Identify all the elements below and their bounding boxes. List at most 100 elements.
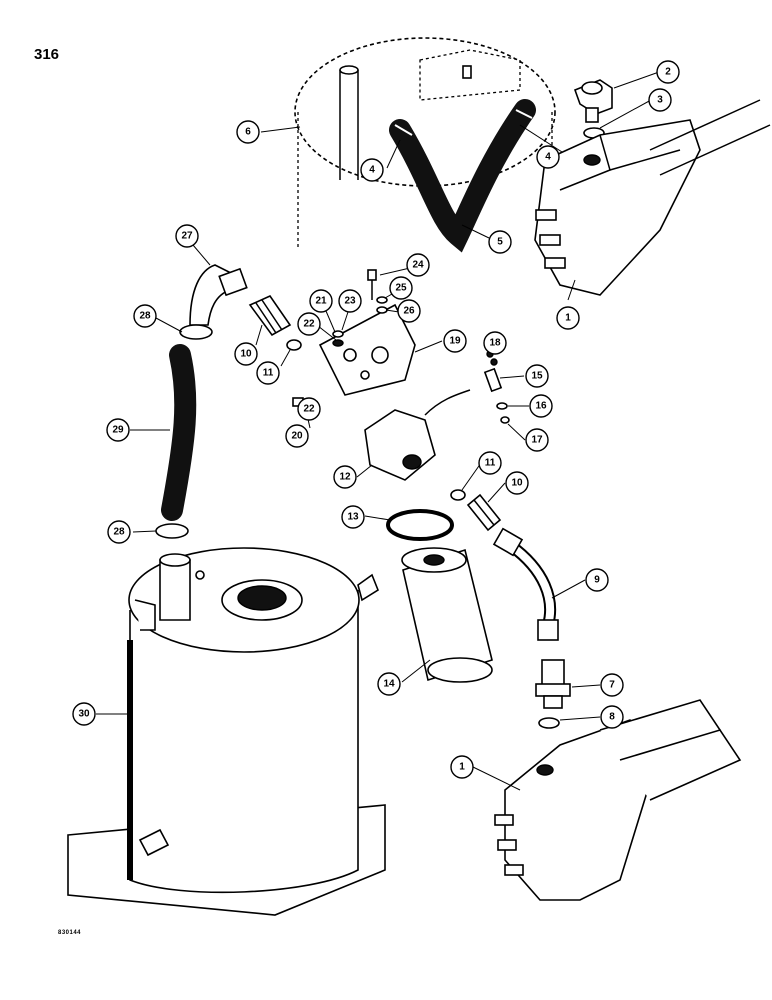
callout-label: 19 xyxy=(449,336,461,347)
filter-seal xyxy=(386,509,454,541)
callout-24: 24 xyxy=(406,253,430,277)
return-hose xyxy=(389,99,536,253)
callout-circle xyxy=(338,289,362,313)
callout-circle xyxy=(529,394,553,418)
callout-label: 26 xyxy=(403,306,415,317)
fitting-upper xyxy=(248,294,292,337)
callout-group: 1234456272425262321282219101118151617222… xyxy=(72,60,680,779)
control-valve-upper xyxy=(534,99,771,296)
control-valve-lower xyxy=(494,699,742,901)
callout-label: 18 xyxy=(489,338,501,349)
callout-label: 12 xyxy=(339,472,351,483)
callout-30: 30 xyxy=(72,702,96,726)
callout-22: 22 xyxy=(297,312,321,336)
o-ring-8 xyxy=(538,717,560,729)
callout-28: 28 xyxy=(107,520,131,544)
fitting-lower xyxy=(466,493,502,532)
callout-label: 8 xyxy=(609,712,615,723)
callout-label: 14 xyxy=(383,679,395,690)
callout-11: 11 xyxy=(478,451,502,475)
callout-label: 15 xyxy=(531,371,543,382)
o-ring-11-lower xyxy=(450,489,466,501)
callout-22: 22 xyxy=(297,397,321,421)
page-number: 316 xyxy=(34,46,60,63)
callout-circle xyxy=(133,304,157,328)
callout-circle xyxy=(525,428,549,452)
callout-10: 10 xyxy=(234,342,258,366)
callout-circle xyxy=(72,702,96,726)
callout-label: 27 xyxy=(181,231,193,242)
callout-label: 28 xyxy=(113,527,125,538)
callout-label: 2 xyxy=(665,67,671,78)
callout-2: 2 xyxy=(656,60,680,84)
adapter-fitting xyxy=(535,659,571,709)
bolt-24 xyxy=(367,269,377,300)
o-ring-16 xyxy=(496,402,508,410)
callout-9: 9 xyxy=(585,568,609,592)
elbow-27 xyxy=(189,264,248,326)
callout-circle xyxy=(309,289,333,313)
callout-4: 4 xyxy=(360,158,384,182)
callout-label: 29 xyxy=(112,425,124,436)
callout-6: 6 xyxy=(236,120,260,144)
callout-circle xyxy=(107,520,131,544)
callout-label: 24 xyxy=(412,260,424,271)
callout-label: 1 xyxy=(565,313,571,324)
callout-label: 6 xyxy=(245,127,251,138)
callout-14: 14 xyxy=(377,672,401,696)
hose-clamp-upper xyxy=(179,324,213,340)
washer-25 xyxy=(376,296,388,304)
callout-circle xyxy=(256,361,280,385)
callout-circle xyxy=(656,60,680,84)
callout-28: 28 xyxy=(133,304,157,328)
callout-label: 10 xyxy=(240,349,252,360)
callout-19: 19 xyxy=(443,329,467,353)
callout-3: 3 xyxy=(648,88,672,112)
callout-label: 9 xyxy=(594,575,600,586)
callout-circle xyxy=(285,424,309,448)
callout-label: 28 xyxy=(139,311,151,322)
callout-label: 7 xyxy=(609,680,615,691)
callout-label: 10 xyxy=(511,478,523,489)
callout-circle xyxy=(406,253,430,277)
filter-head xyxy=(364,389,471,481)
washer-21 xyxy=(332,330,344,338)
callout-circle xyxy=(648,88,672,112)
pressure-switch xyxy=(483,350,503,393)
callout-circle xyxy=(397,299,421,323)
callout-circle xyxy=(483,331,507,355)
callout-circle xyxy=(333,465,357,489)
callout-circle xyxy=(377,672,401,696)
callout-circle xyxy=(443,329,467,353)
callout-circle xyxy=(297,312,321,336)
callout-label: 22 xyxy=(303,404,315,415)
callout-label: 4 xyxy=(545,152,551,163)
callout-label: 21 xyxy=(315,296,327,307)
callout-label: 16 xyxy=(535,401,547,412)
callout-12: 12 xyxy=(333,465,357,489)
callout-10: 10 xyxy=(505,471,529,495)
callout-25: 25 xyxy=(389,276,413,300)
o-ring-11-upper xyxy=(286,339,302,351)
callout-8: 8 xyxy=(600,705,624,729)
callout-circle xyxy=(450,755,474,779)
callout-label: 20 xyxy=(291,431,303,442)
callout-13: 13 xyxy=(341,505,365,529)
callout-circle xyxy=(556,306,580,330)
callout-20: 20 xyxy=(285,424,309,448)
callout-16: 16 xyxy=(529,394,553,418)
washer-22 xyxy=(332,339,344,347)
diagram-code: 830144 xyxy=(58,930,82,936)
callout-4: 4 xyxy=(536,145,560,169)
callout-circle xyxy=(234,342,258,366)
pressure-tube xyxy=(492,527,559,641)
callout-label: 22 xyxy=(303,319,315,330)
callout-circle xyxy=(341,505,365,529)
callout-21: 21 xyxy=(309,289,333,313)
callout-11: 11 xyxy=(256,361,280,385)
callout-label: 1 xyxy=(459,762,465,773)
callout-17: 17 xyxy=(525,428,549,452)
callout-5: 5 xyxy=(488,230,512,254)
callout-1: 1 xyxy=(556,306,580,330)
